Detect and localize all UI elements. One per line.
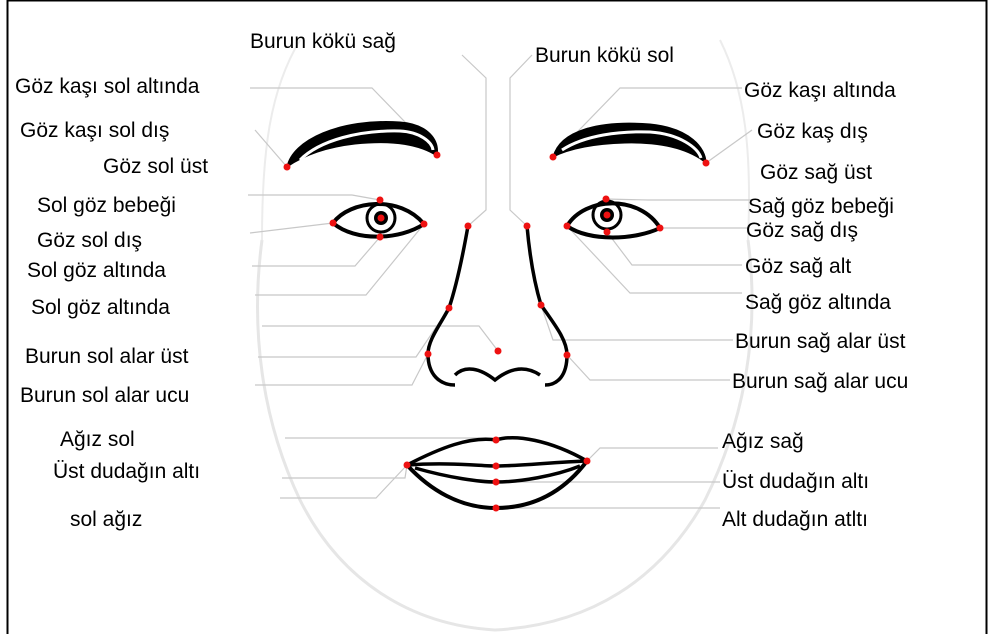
label-goz-kas-dis: Göz kaş dış	[757, 120, 868, 144]
label-agiz-sag: Ağız sağ	[722, 430, 804, 454]
label-goz-kasi-sol-altinda: Göz kaşı sol altında	[15, 75, 199, 99]
right-eye	[567, 201, 660, 238]
left-eyebrow	[287, 122, 437, 167]
label-goz-sag-dis: Göz sağ dış	[746, 219, 858, 243]
label-burun-koku-sol: Burun kökü sol	[535, 44, 674, 68]
label-burun-sol-alar-ucu: Burun sol alar ucu	[20, 384, 189, 408]
label-alt-dudagin-altti: Alt dudağın atltı	[722, 508, 868, 532]
label-burun-koku-sag: Burun kökü sağ	[250, 30, 396, 54]
label-ust-dudagin-alti-sag: Üst dudağın altı	[722, 470, 869, 494]
label-goz-sol-ust: Göz sol üst	[103, 155, 208, 179]
label-sol-goz-altinda-2: Sol göz altında	[31, 296, 170, 320]
label-burun-sag-alar-ucu: Burun sağ alar ucu	[732, 370, 908, 394]
label-sag-goz-bebegi: Sağ göz bebeği	[748, 195, 894, 219]
lips	[407, 438, 587, 508]
label-burun-sol-alar-ust: Burun sol alar üst	[25, 345, 188, 369]
label-goz-kasi-sol-dis: Göz kaşı sol dış	[20, 119, 169, 143]
label-sol-goz-bebegi: Sol göz bebeği	[37, 194, 176, 218]
label-agiz-sol: Ağız sol	[60, 428, 135, 452]
label-sag-goz-altinda: Sağ göz altında	[745, 291, 891, 315]
label-burun-sag-alar-ust: Burun sağ alar üst	[735, 330, 905, 354]
label-goz-kasi-altinda: Göz kaşı altında	[744, 79, 896, 103]
face-outline	[258, 240, 752, 630]
label-goz-sag-ust: Göz sağ üst	[760, 161, 872, 185]
label-sol-goz-altinda-1: Sol göz altında	[27, 259, 166, 283]
landmark-dots	[284, 152, 710, 512]
label-goz-sol-dis: Göz sol dış	[37, 229, 142, 253]
label-sol-agiz: sol ağız	[70, 508, 142, 532]
label-ust-dudagin-alti-sol: Üst dudağın altı	[53, 460, 200, 484]
label-goz-sag-alt: Göz sağ alt	[745, 255, 851, 279]
